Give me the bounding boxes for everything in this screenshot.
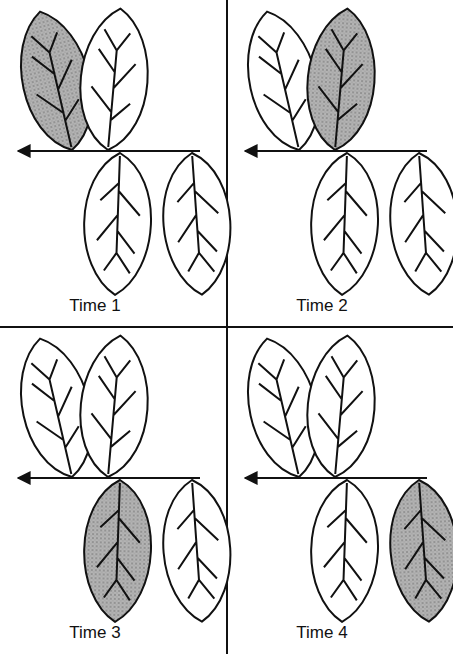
panel-label: Time 2 (296, 296, 347, 316)
leaf (309, 479, 381, 623)
leaf (302, 333, 381, 480)
leaf (386, 151, 453, 297)
panel-label: Time 1 (69, 296, 120, 316)
leaf (75, 6, 154, 153)
time-panel (8, 331, 236, 624)
shaded-leaf (386, 478, 453, 624)
leaf (159, 478, 236, 624)
leaf (159, 151, 236, 297)
leaf (82, 152, 154, 296)
leaf (75, 333, 154, 480)
shaded-leaf (302, 6, 381, 153)
time-panel (235, 331, 453, 624)
panel-label: Time 4 (296, 623, 347, 643)
panel-divider (0, 326, 453, 328)
panel-label: Time 3 (69, 623, 120, 643)
time-panel (8, 4, 236, 297)
time-panel (235, 4, 453, 297)
shaded-leaf (82, 479, 154, 623)
leaf (309, 152, 381, 296)
